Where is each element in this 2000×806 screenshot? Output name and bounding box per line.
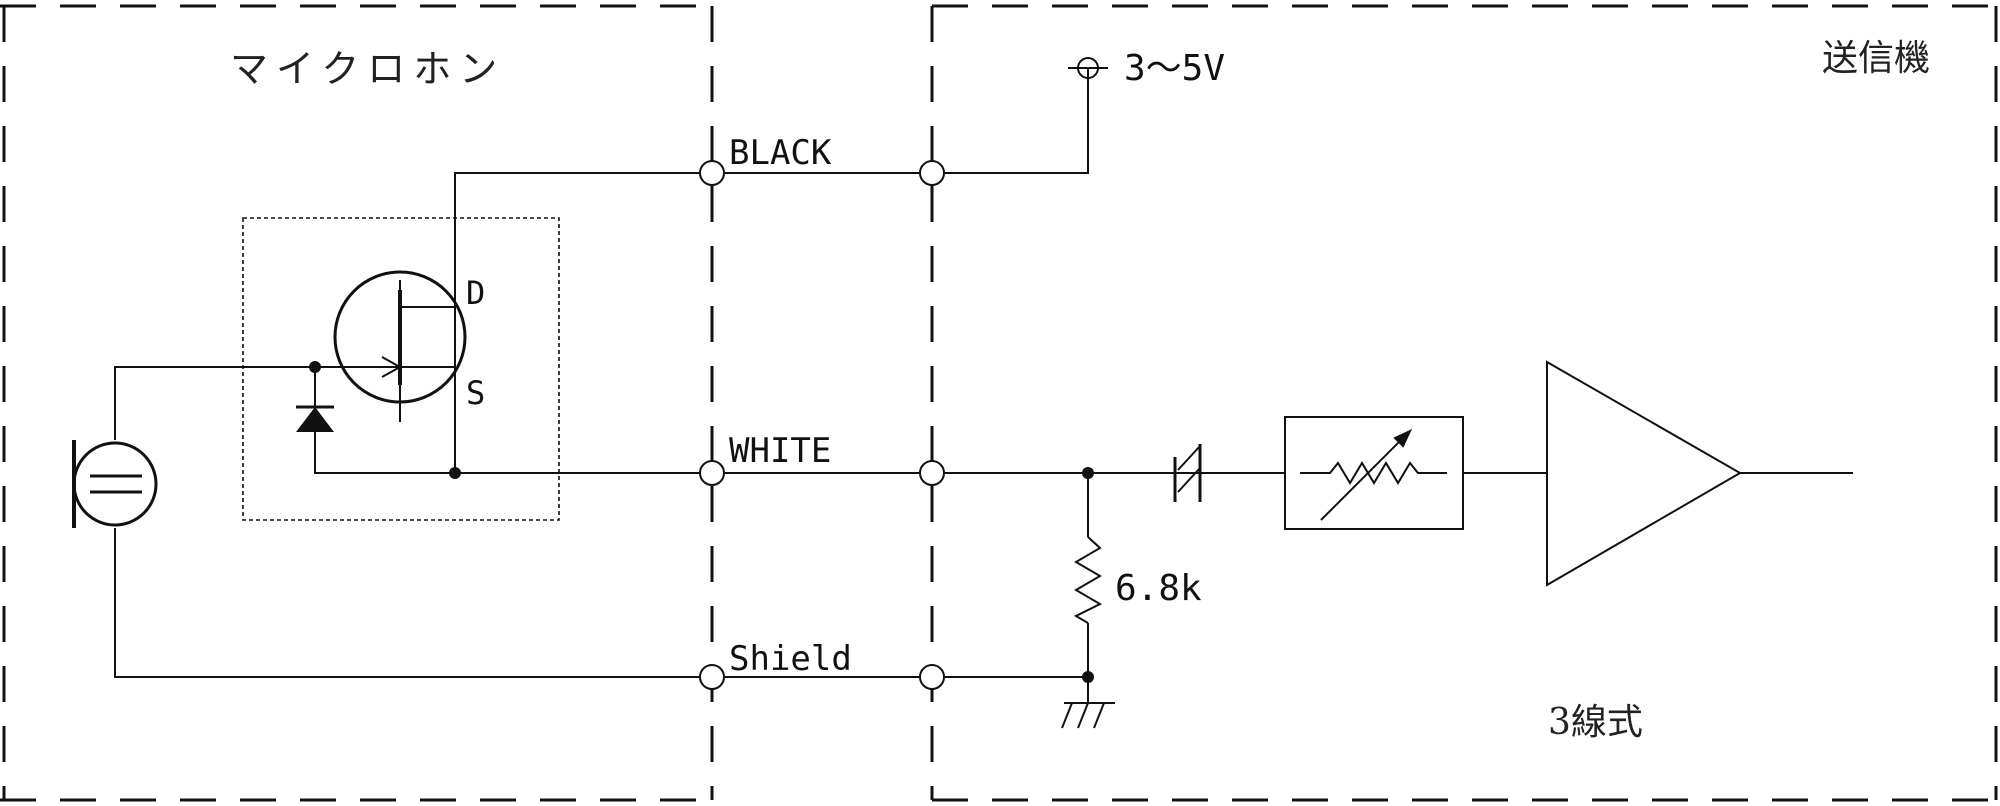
electret-capsule-symbol (72, 440, 158, 528)
resistor-value-label: 6.8k (1115, 568, 1202, 609)
ground-symbol (1061, 702, 1115, 729)
wiring-mode-label: 3線式 (1548, 702, 1643, 743)
variable-resistor-box (1284, 416, 1464, 530)
supply-terminal-symbol (1068, 57, 1108, 79)
white-wire-label: WHITE (729, 431, 831, 471)
fet-source-label: S (466, 374, 485, 412)
coupling-capacitor-symbol (1173, 444, 1210, 502)
microphone-block (0, 4, 714, 802)
amplifier-symbol (1546, 360, 1742, 587)
fet-drain-label: D (466, 274, 485, 312)
wiring (114, 68, 1853, 703)
connector-terminals (699, 160, 945, 690)
resistor-symbol (1073, 536, 1103, 624)
shield-wire-label: Shield (729, 639, 852, 679)
jfet-symbol (333, 270, 467, 404)
transmitter-title: 送信機 (1822, 38, 1930, 79)
microphone-title: マイクロホン (230, 47, 505, 91)
black-wire-label: BLACK (729, 133, 832, 173)
diode-symbol (296, 367, 334, 473)
supply-voltage-label: 3～5V (1124, 48, 1225, 89)
junction-dots (309, 361, 1094, 683)
fet-module-box (242, 217, 560, 521)
